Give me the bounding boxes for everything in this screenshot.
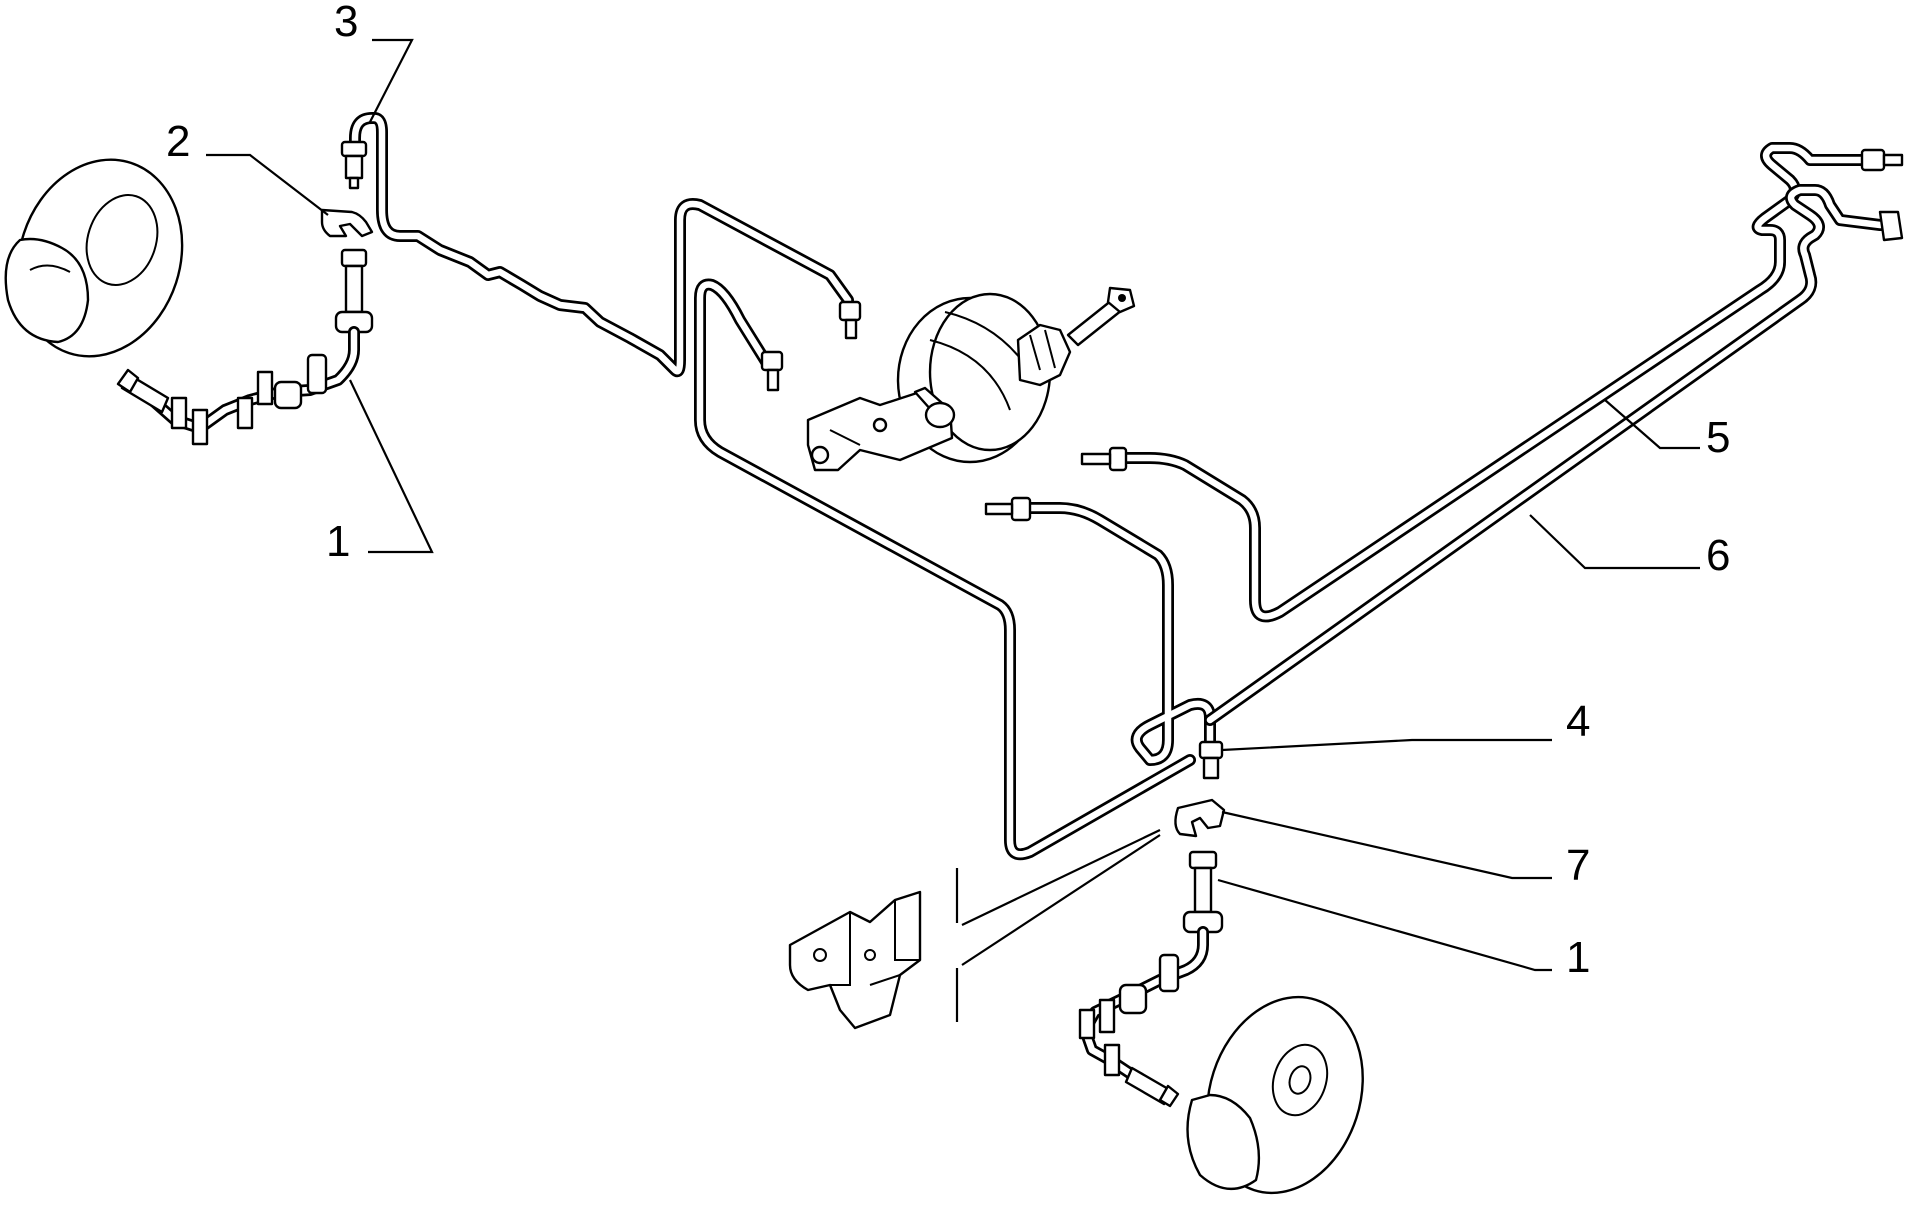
callout-4: 4	[1566, 697, 1590, 746]
flexible-hose-1-left	[116, 140, 374, 446]
brake-booster-and-master-cylinder	[760, 286, 1136, 472]
callout-7: 7	[1566, 841, 1590, 890]
callout-1-right: 1	[1566, 933, 1590, 982]
front-right-brake-disc	[1186, 995, 1364, 1195]
pipe-fittings	[984, 148, 1904, 522]
leader-2	[206, 153, 329, 216]
leader-6	[1529, 514, 1700, 570]
callout-2: 2	[166, 117, 190, 166]
leader-5	[1604, 399, 1700, 450]
leader-1b	[1217, 878, 1552, 972]
callout-1-left: 1	[326, 517, 350, 566]
callout-numbers: 3 2 1 5 6 4 7 1	[166, 0, 1730, 982]
leader-4	[1221, 738, 1552, 752]
brake-pipe-5	[1119, 142, 1874, 623]
brake-pipe-4	[1024, 502, 1216, 766]
mounting-bracket-detail	[788, 829, 1161, 1030]
retaining-clip-7	[1174, 798, 1226, 838]
leader-7	[1221, 810, 1552, 880]
callout-6: 6	[1706, 531, 1730, 580]
brake-pipe-6	[1204, 184, 1901, 726]
leader-lines	[206, 38, 1700, 972]
front-left-brake-disc	[4, 158, 184, 358]
flexible-hose-1-right	[1078, 740, 1226, 1108]
callout-3: 3	[334, 0, 358, 46]
callout-5: 5	[1706, 413, 1730, 462]
leader-3	[369, 38, 414, 123]
leader-1a	[349, 379, 434, 554]
retaining-clip-2	[320, 208, 374, 238]
brake-pipes	[349, 112, 1901, 861]
